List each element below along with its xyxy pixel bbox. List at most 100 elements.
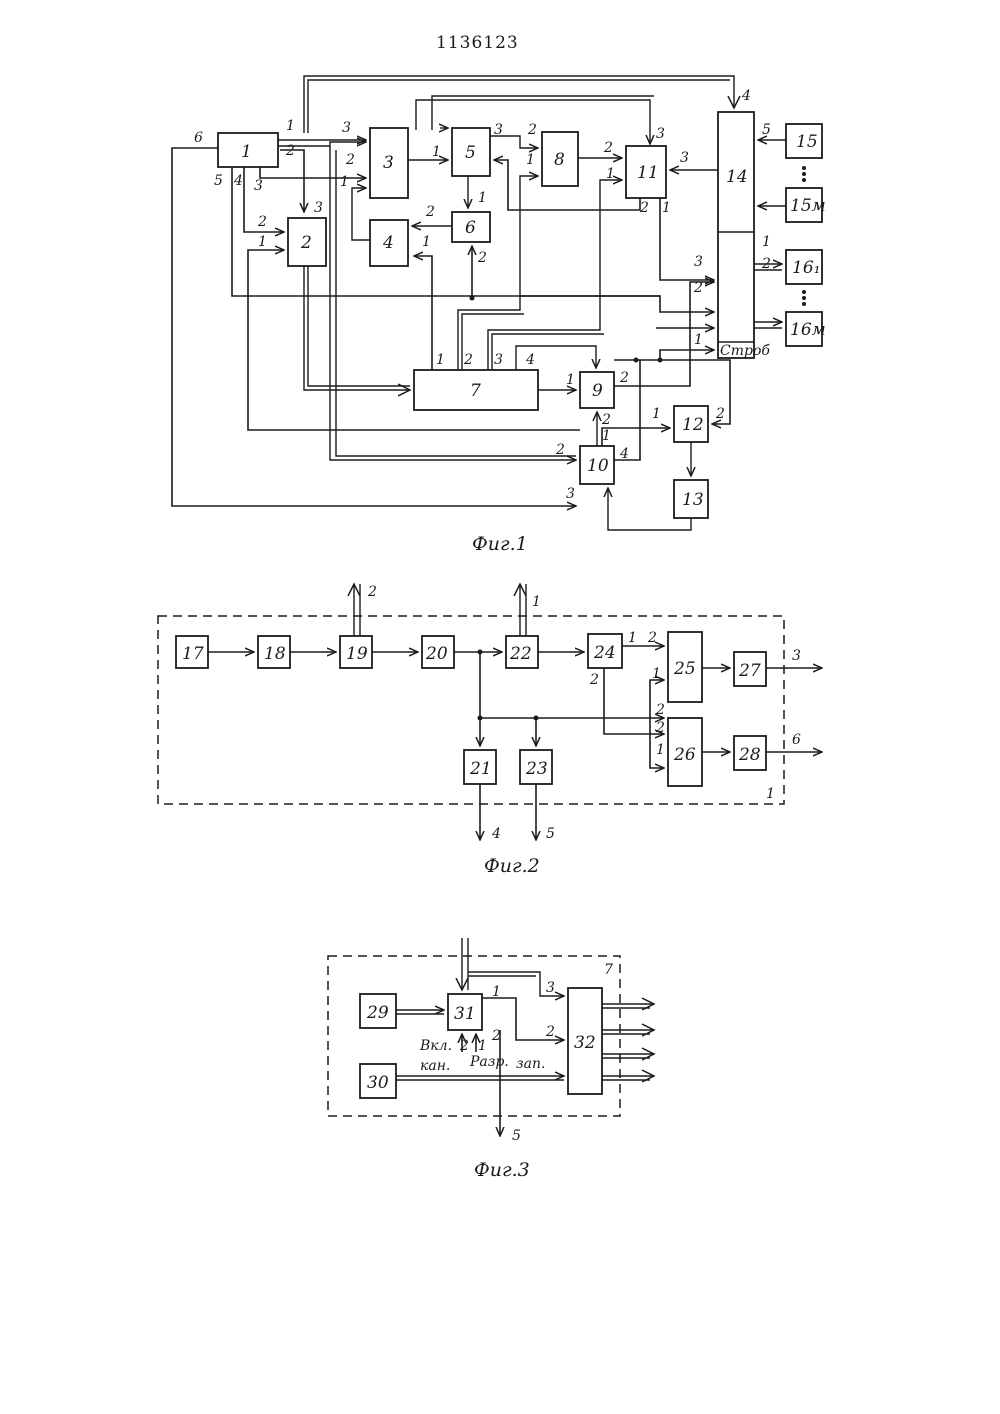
svg-text:4: 4 — [741, 88, 751, 104]
container-7-label: 7 — [604, 962, 613, 978]
svg-text:2: 2 — [601, 412, 611, 428]
block-4-label: 4 — [382, 233, 394, 253]
svg-text:1: 1 — [340, 174, 349, 190]
svg-text:2: 2 — [345, 152, 355, 168]
block-11-label: 11 — [637, 163, 659, 183]
svg-text:2: 2 — [655, 720, 665, 736]
svg-text:3: 3 — [656, 126, 665, 142]
svg-text:1: 1 — [478, 1038, 487, 1054]
svg-text:1: 1 — [762, 234, 771, 250]
svg-text:1: 1 — [652, 406, 661, 422]
block-25-label: 25 — [673, 659, 696, 679]
output-5-label: 5 — [512, 1128, 521, 1144]
svg-text:2: 2 — [589, 672, 599, 688]
block-28-label: 28 — [738, 745, 761, 765]
block-18-label: 18 — [264, 644, 286, 664]
block-31-label: 31 — [454, 1004, 476, 1024]
document-number: 1136123 — [436, 33, 519, 53]
label-razr: Разр. — [469, 1054, 509, 1070]
label-zap: зап. — [516, 1056, 545, 1072]
figure-2-connections — [208, 584, 822, 840]
block-16m-label: 16м — [790, 320, 826, 340]
svg-text:3: 3 — [566, 486, 575, 502]
svg-text:1: 1 — [432, 144, 441, 160]
svg-text:3: 3 — [680, 150, 689, 166]
figure-3: 7 29 30 31 32 — [328, 938, 654, 1181]
svg-text:5: 5 — [546, 826, 555, 842]
block-9-label: 9 — [592, 381, 603, 401]
block-26-label: 26 — [673, 745, 696, 765]
block-23-label: 23 — [525, 759, 548, 779]
svg-text:1: 1 — [602, 428, 611, 444]
svg-text:1: 1 — [478, 190, 487, 206]
block-1-label: 1 — [241, 142, 252, 162]
svg-text:2: 2 — [603, 140, 613, 156]
block-10-label: 10 — [587, 456, 609, 476]
svg-text:2: 2 — [257, 214, 267, 230]
svg-text:2: 2 — [655, 702, 665, 718]
svg-text:2: 2 — [555, 442, 565, 458]
container-1-label: 1 — [766, 786, 775, 802]
svg-text:1: 1 — [422, 234, 431, 250]
svg-text:1: 1 — [286, 118, 295, 134]
svg-text:1: 1 — [526, 152, 535, 168]
svg-text:1: 1 — [628, 630, 637, 646]
svg-text:2: 2 — [545, 1024, 555, 1040]
block-7-label: 7 — [470, 381, 481, 401]
label-kan: кан. — [420, 1058, 450, 1074]
figure-1: 1 2 3 4 5 6 7 8 9 10 11 12 13 14 15 15м … — [172, 76, 826, 555]
ellipsis-dots-16 — [802, 290, 806, 306]
svg-text:1: 1 — [662, 200, 671, 216]
block-20-label: 20 — [425, 644, 448, 664]
svg-text:1: 1 — [656, 742, 665, 758]
svg-text:5: 5 — [214, 173, 223, 189]
figure-1-caption: Фиг.1 — [472, 533, 528, 555]
svg-text:2: 2 — [761, 256, 771, 272]
svg-text:2: 2 — [425, 204, 435, 220]
svg-text:1: 1 — [652, 666, 661, 682]
svg-text:4: 4 — [491, 826, 501, 842]
svg-text:1: 1 — [492, 984, 501, 1000]
block-22-label: 22 — [509, 644, 532, 664]
figure-3-connections — [396, 938, 654, 1136]
block-30-label: 30 — [367, 1073, 389, 1093]
svg-text:2: 2 — [647, 630, 657, 646]
svg-text:2: 2 — [463, 352, 473, 368]
svg-text:4: 4 — [233, 173, 243, 189]
block-21-label: 21 — [469, 759, 492, 779]
block-8-label: 8 — [554, 150, 565, 170]
figure-3-caption: Фиг.3 — [474, 1159, 530, 1181]
block-2-label: 2 — [300, 233, 312, 253]
svg-text:3: 3 — [254, 178, 263, 194]
block-15-label: 15 — [796, 132, 818, 152]
svg-text:2: 2 — [367, 584, 377, 600]
svg-text:1: 1 — [532, 594, 541, 610]
figure-3-labels: 1 2 3 2 2 1 Вкл. кан. Разр. зап. 5 — [419, 980, 555, 1144]
block-14-label: 14 — [726, 167, 748, 187]
svg-text:1: 1 — [566, 372, 575, 388]
svg-text:3: 3 — [694, 254, 703, 270]
svg-text:2: 2 — [693, 280, 703, 296]
block-12-label: 12 — [682, 415, 704, 435]
strobe-label: Строб — [720, 343, 770, 359]
svg-text:3: 3 — [792, 648, 801, 664]
svg-text:1: 1 — [436, 352, 445, 368]
block-27-label: 27 — [738, 661, 761, 681]
figure-2-caption: Фиг.2 — [484, 855, 540, 877]
block-24-label: 24 — [593, 643, 616, 663]
svg-text:4: 4 — [525, 352, 535, 368]
svg-text:6: 6 — [194, 130, 203, 146]
block-32-label: 32 — [574, 1033, 596, 1053]
block-15m-label: 15м — [790, 196, 826, 216]
ellipsis-dots-15 — [802, 166, 806, 182]
block-17-label: 17 — [182, 644, 204, 664]
block-3-label: 3 — [383, 153, 394, 173]
svg-text:1: 1 — [694, 332, 703, 348]
block-16-1-label: 16₁ — [792, 258, 820, 278]
block-19-label: 19 — [346, 644, 368, 664]
svg-text:2: 2 — [477, 250, 487, 266]
block-13-label: 13 — [682, 490, 704, 510]
svg-text:2: 2 — [285, 143, 295, 159]
svg-text:2: 2 — [491, 1028, 501, 1044]
